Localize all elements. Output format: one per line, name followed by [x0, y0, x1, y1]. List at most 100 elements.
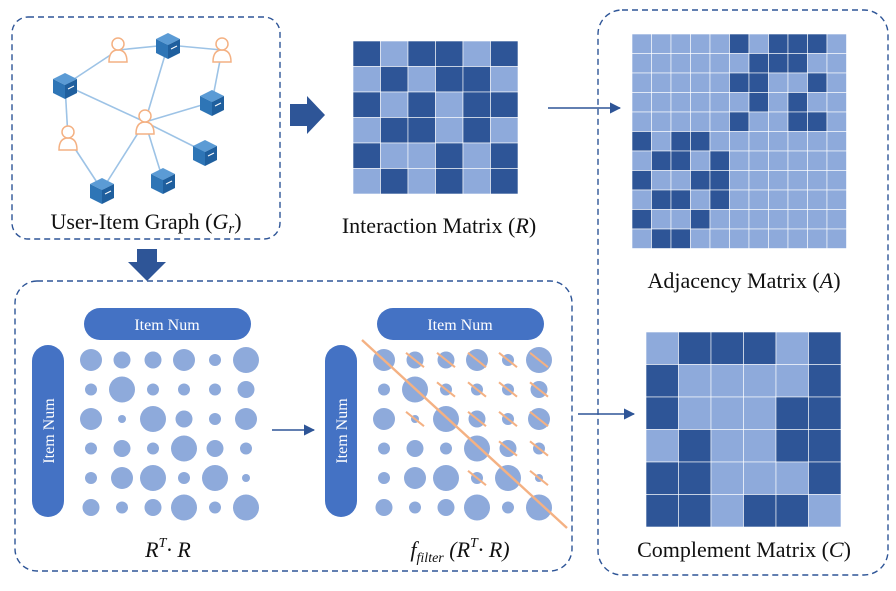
user-node: [58, 125, 78, 151]
interaction-cell: [462, 91, 491, 118]
complement-cell: [645, 461, 679, 495]
interaction-cell: [380, 168, 409, 195]
adjacency-cell: [651, 131, 672, 152]
similarity-bubble: [240, 442, 252, 455]
complement-cell: [710, 364, 744, 398]
adjacency-cell: [729, 150, 750, 171]
complement-cell: [710, 461, 744, 495]
adjacency-cell: [787, 189, 808, 210]
adjacency-cell: [807, 111, 828, 132]
item-node: [200, 90, 224, 116]
adjacency-cell: [690, 111, 711, 132]
item-node: [90, 178, 114, 204]
adjacency-cell: [748, 92, 769, 113]
adjacency-cell: [748, 131, 769, 152]
user-icon: [135, 109, 155, 135]
interaction-cell: [407, 40, 436, 67]
adjacency-cell: [709, 150, 730, 171]
similarity-bubble: [80, 408, 102, 430]
complement-cell: [678, 461, 712, 495]
adjacency-cell: [631, 150, 652, 171]
adjacency-cell: [709, 170, 730, 191]
user-node: [212, 37, 232, 63]
similarity-bubble: [233, 494, 259, 521]
complement-cell: [645, 396, 679, 430]
complement-cell: [808, 396, 842, 430]
similarity-bubble: [171, 435, 197, 462]
similarity-bubble: [144, 499, 162, 516]
adjacency-cell: [807, 170, 828, 191]
adjacency-cell: [709, 53, 730, 74]
similarity-bubble: [144, 351, 162, 369]
adjacency-cell: [787, 72, 808, 93]
adjacency-cell: [807, 209, 828, 230]
adjacency-cell: [787, 170, 808, 191]
similarity-bubble: [206, 440, 224, 457]
bubble-grid-rtr: [80, 347, 259, 521]
adjacency-cell: [690, 33, 711, 54]
adjacency-cell: [729, 92, 750, 113]
adjacency-cell: [690, 150, 711, 171]
adjacency-cell: [826, 209, 847, 230]
adjacency-cell: [690, 209, 711, 230]
filter-strike: [467, 470, 487, 486]
complement-cell: [808, 331, 842, 365]
interaction-cell: [462, 142, 491, 169]
interaction-cell: [352, 117, 381, 144]
item-num-pill-top: [84, 308, 251, 340]
adjacency-cell: [748, 111, 769, 132]
similarity-bubble: [178, 383, 190, 396]
interaction-cell: [380, 142, 409, 169]
interaction-cell: [380, 40, 409, 67]
adjacency-cell: [787, 131, 808, 152]
interaction-cell: [490, 142, 519, 169]
adjacency-cell: [807, 189, 828, 210]
adjacency-cell: [651, 53, 672, 74]
similarity-bubble: [404, 467, 426, 489]
similarity-bubble: [237, 381, 255, 398]
similarity-bubble: [80, 349, 102, 371]
adjacency-cell: [670, 209, 691, 230]
filter-strike: [529, 440, 549, 457]
complement-cell: [678, 429, 712, 463]
adjacency-cell: [651, 72, 672, 93]
similarity-bubble: [502, 501, 514, 514]
adjacency-cell: [768, 170, 789, 191]
interaction-cell: [435, 142, 464, 169]
adjacency-caption: Adjacency Matrix (A): [647, 268, 840, 293]
adjacency-cell: [826, 72, 847, 93]
cube-icon: [151, 168, 175, 194]
adjacency-cell: [651, 209, 672, 230]
item-num-label-side: Item Num: [41, 398, 58, 464]
adjacency-cell: [670, 189, 691, 210]
adjacency-cell: [631, 111, 652, 132]
complement-cell: [743, 429, 777, 463]
block-arrow-right: [290, 96, 325, 134]
block-arrow-down: [128, 249, 166, 281]
interaction-cell: [380, 117, 409, 144]
similarity-bubble: [113, 351, 131, 369]
interaction-cell: [407, 168, 436, 195]
adjacency-cell: [768, 228, 789, 249]
adjacency-cell: [670, 131, 691, 152]
interaction-cell: [462, 117, 491, 144]
adjacency-cell: [670, 111, 691, 132]
cube-icon: [90, 178, 114, 204]
adjacency-cell: [670, 92, 691, 113]
complement-cell: [645, 364, 679, 398]
similarity-bubble: [437, 499, 455, 516]
adjacency-cell: [729, 111, 750, 132]
adjacency-cell: [787, 53, 808, 74]
complement-cell: [743, 331, 777, 365]
interaction-cell: [352, 142, 381, 169]
complement-cell: [808, 461, 842, 495]
interaction-cell: [352, 168, 381, 195]
interaction-cell: [352, 40, 381, 67]
interaction-cell: [490, 168, 519, 195]
similarity-bubble: [202, 465, 228, 491]
interaction-cell: [352, 91, 381, 118]
user-icon: [212, 37, 232, 63]
item-node: [156, 33, 180, 59]
adjacency-cell: [768, 189, 789, 210]
adjacency-cell: [787, 92, 808, 113]
